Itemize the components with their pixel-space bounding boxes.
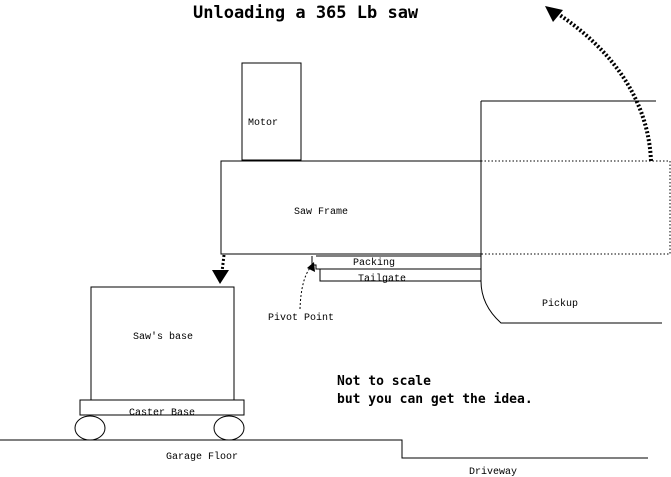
pivot-arrow-head: [307, 262, 315, 272]
caster-wheel-right: [213, 415, 245, 441]
packing-box: [311, 255, 482, 270]
caster-base-box: [79, 399, 245, 416]
diagram-title: Unloading a 365 Lb saw: [193, 3, 419, 23]
packing-label: Packing: [353, 257, 395, 269]
saw-frame-box: [220, 160, 482, 255]
saw-frame-label: Saw Frame: [294, 207, 348, 218]
saws-base-label: Saw's base: [133, 331, 193, 343]
tailgate-label: Tailgate: [358, 273, 406, 285]
garage-floor-label: Garage Floor: [166, 451, 238, 463]
rotation-arrow: [550, 8, 653, 162]
saws-base-box: [90, 286, 235, 401]
driveway-label: Driveway: [469, 466, 517, 477]
saw-frame-overhang-outline: [480, 160, 671, 255]
drop-arrow: [220, 254, 226, 273]
floor-line: [0, 439, 648, 459]
pivot-arrow: [299, 267, 311, 310]
drop-arrow-head: [212, 270, 229, 284]
motor-label: Motor: [248, 118, 278, 129]
pivot-point-label: Pivot Point: [268, 312, 334, 324]
note-line-1: Not to scale: [337, 374, 431, 389]
motor-box: [241, 62, 302, 161]
caster-base-label: Caster Base: [129, 408, 195, 419]
pickup-label: Pickup: [542, 298, 578, 310]
note-line-2: but you can get the idea.: [337, 392, 533, 407]
caster-wheel-left: [74, 415, 106, 441]
pickup-body-outline: [480, 101, 662, 324]
rotation-arrow-head: [545, 6, 563, 22]
